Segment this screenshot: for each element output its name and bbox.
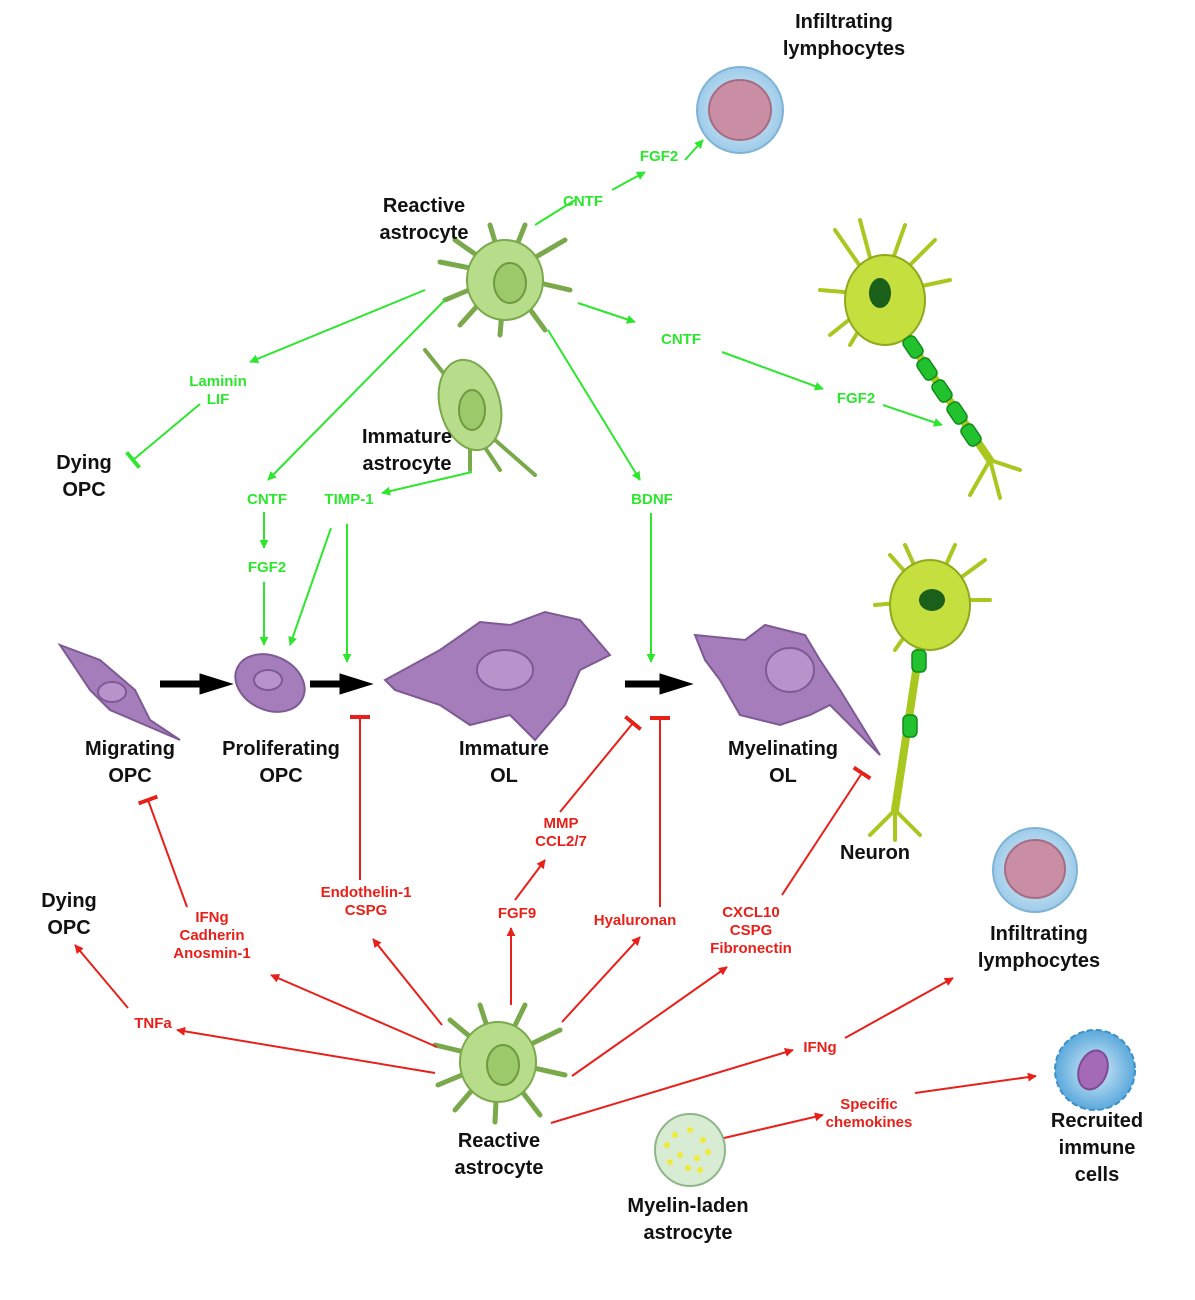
signal-fgf2-neuron: FGF2 [836, 390, 876, 407]
lymphocyte-bottom-icon [992, 827, 1078, 913]
immature-ol-icon [383, 610, 612, 742]
signal-fgf9: FGF9 [497, 905, 537, 922]
signal-fgf2-lymphocytes: FGF2 [639, 148, 679, 165]
myelinating-ol-icon [693, 623, 881, 756]
myelin-laden-astrocyte-icon [654, 1113, 726, 1187]
signal-bdnf: BDNF [631, 491, 673, 508]
inhibiting-connectors [74, 715, 1037, 1139]
immature-astrocyte-icon [423, 348, 537, 477]
signal-hyaluronan: Hyaluronan [593, 912, 677, 929]
immune-cell-icon [1054, 1029, 1136, 1111]
signal-tnfa: TNFa [134, 1015, 172, 1032]
stage-arrows [160, 673, 694, 695]
signal-fgf2-proliferating: FGF2 [247, 559, 287, 576]
neuron-bottom-icon [868, 543, 992, 842]
signal-timp1: TIMP-1 [324, 491, 374, 508]
label-neuron: Neuron [840, 842, 910, 864]
neuron-top-icon [818, 218, 1022, 500]
reactive-astrocyte-top-icon [437, 222, 573, 338]
signal-ifng-lymphocytes: IFNg [803, 1039, 837, 1056]
lymphocyte-top-icon [696, 66, 784, 154]
signal-cntf-lymphocytes: CNTF [563, 193, 603, 210]
migrating-opc-icon [57, 642, 181, 741]
signal-cntf-neuron: CNTF [661, 331, 701, 348]
promoting-connectors [125, 139, 943, 663]
reactive-astrocyte-bottom-icon [432, 1002, 568, 1125]
signal-cntf-proliferating: CNTF [247, 491, 287, 508]
proliferating-opc-icon [234, 653, 306, 713]
